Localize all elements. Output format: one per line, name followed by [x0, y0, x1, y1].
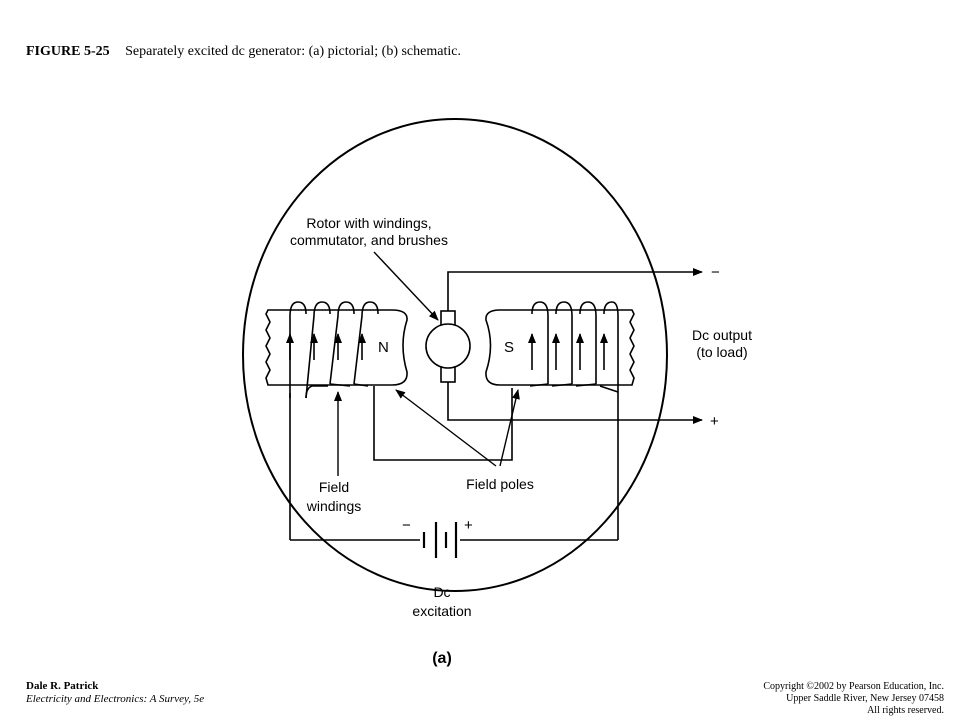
copyright-line-1: Copyright ©2002 by Pearson Education, In… — [763, 681, 944, 692]
diagram-sublabel: (a) — [432, 650, 452, 667]
copyright-notice: Copyright ©2002 by Pearson Education, In… — [763, 681, 944, 717]
field-windings-label-line-2: windings — [306, 498, 361, 514]
south-pole-label: S — [504, 339, 514, 356]
excitation-label-line-2: excitation — [412, 603, 471, 619]
output-positive-lead — [447, 382, 703, 424]
battery-symbol — [422, 522, 458, 558]
field-windings-label-line-1: Field — [319, 479, 349, 495]
generator-housing — [242, 118, 668, 592]
north-pole-label: N — [378, 339, 389, 356]
rotor-leader-arrow — [373, 251, 439, 321]
excitation-label-line-1: Dc — [433, 584, 450, 600]
figure-number: FIGURE 5-25 — [26, 44, 110, 59]
output-label-line-1: Dc output — [692, 327, 752, 343]
battery-negative-sign: − — [402, 517, 411, 534]
copyright-line-2: Upper Saddle River, New Jersey 07458 — [786, 693, 944, 704]
field-poles-label: Field poles — [466, 476, 534, 492]
figure-caption: FIGURE 5-25 Separately excited dc genera… — [26, 44, 461, 60]
output-positive-sign: + — [710, 413, 719, 430]
output-negative-lead — [447, 268, 703, 311]
field-poles-leader-left — [395, 389, 497, 467]
output-negative-sign: − — [711, 264, 720, 281]
copyright-line-3: All rights reserved. — [867, 705, 944, 716]
right-pole-core — [485, 309, 635, 386]
output-label-line-2: (to load) — [696, 344, 747, 360]
field-series-link — [373, 386, 513, 461]
rotor-label-line-2: commutator, and brushes — [290, 232, 448, 248]
rotor-label-line-1: Rotor with windings, — [306, 215, 431, 231]
rotor-assembly — [425, 310, 471, 383]
figure-caption-text: Separately excited dc generator: (a) pic… — [125, 44, 461, 59]
battery-positive-sign: + — [464, 517, 473, 534]
left-field-winding — [289, 301, 379, 540]
left-pole-core — [265, 309, 408, 386]
field-poles-leader-right — [499, 389, 520, 467]
book-title: Electricity and Electronics: A Survey, 5… — [26, 693, 205, 705]
author-name: Dale R. Patrick — [26, 680, 99, 692]
footer-credits: Dale R. Patrick Electricity and Electron… — [26, 680, 204, 706]
right-field-winding — [529, 301, 619, 540]
